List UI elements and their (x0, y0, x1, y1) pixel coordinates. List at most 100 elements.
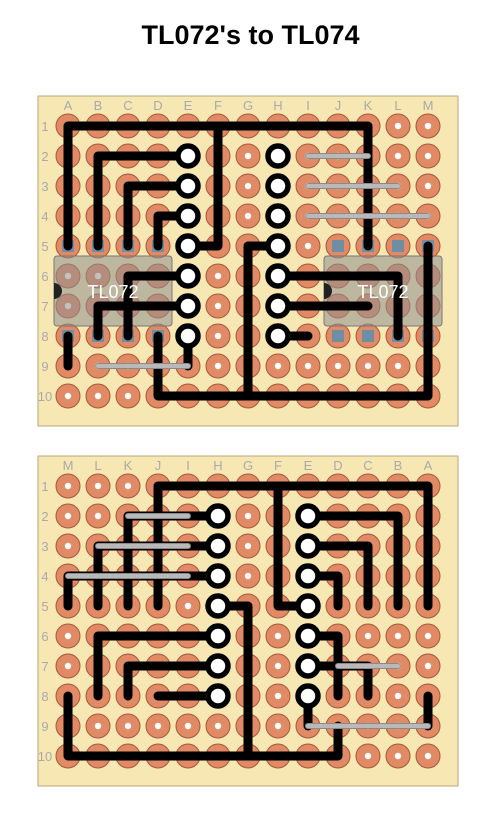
ring-hole (305, 543, 311, 549)
ring-hole (215, 693, 221, 699)
trace (93, 151, 193, 251)
pad-hole (184, 602, 192, 610)
ring-hole (215, 543, 221, 549)
ring-hole (275, 303, 281, 309)
pad-hole (214, 272, 222, 280)
column-label: I (306, 98, 310, 113)
trace (93, 631, 223, 701)
pad-hole (214, 722, 222, 730)
pad-hole (64, 632, 72, 640)
row-label: 7 (41, 659, 48, 674)
column-label: F (214, 98, 222, 113)
pad-hole (394, 362, 402, 370)
chip-pin (362, 330, 374, 342)
pad-hole (274, 632, 282, 640)
row-label: 5 (41, 239, 48, 254)
chip-pin (332, 240, 344, 252)
pad-hole (94, 722, 102, 730)
pad-hole (214, 332, 222, 340)
ring-hole (275, 213, 281, 219)
pad-hole (64, 662, 72, 670)
pad-hole (64, 482, 72, 490)
ring-hole (215, 513, 221, 519)
pad-hole (214, 362, 222, 370)
pad-hole (244, 512, 252, 520)
pad-hole (304, 362, 312, 370)
column-label: E (184, 98, 193, 113)
pad-hole (184, 722, 192, 730)
pad-hole (394, 152, 402, 160)
ring-hole (215, 663, 221, 669)
column-label: M (423, 98, 434, 113)
ring-hole (215, 603, 221, 609)
trace (273, 271, 403, 341)
pad-hole (424, 752, 432, 760)
pad-hole (244, 542, 252, 550)
ring-hole (185, 153, 191, 159)
row-label: 8 (41, 329, 48, 344)
ring-hole (275, 183, 281, 189)
column-label: D (153, 98, 162, 113)
pad-hole (214, 302, 222, 310)
ring-hole (185, 213, 191, 219)
trace (303, 511, 403, 611)
left-chip-label: TL072 (87, 282, 138, 302)
pad-hole (244, 212, 252, 220)
ring-hole (215, 633, 221, 639)
pad-hole (64, 542, 72, 550)
ring-hole (305, 603, 311, 609)
pad-hole (304, 242, 312, 250)
ring-hole (305, 693, 311, 699)
ring-hole (185, 333, 191, 339)
pad-hole (424, 662, 432, 670)
row-label: 3 (41, 539, 48, 554)
row-label: 3 (41, 179, 48, 194)
row-label: 2 (41, 149, 48, 164)
pad-hole (394, 632, 402, 640)
column-label: G (243, 458, 253, 473)
column-label: J (155, 458, 162, 473)
ring-hole (305, 663, 311, 669)
row-label: 10 (38, 389, 52, 404)
pad-hole (124, 722, 132, 730)
column-label: K (364, 98, 373, 113)
row-label: 2 (41, 509, 48, 524)
pad-hole (424, 152, 432, 160)
column-label: D (333, 458, 342, 473)
trace (93, 301, 193, 341)
pad-hole (394, 692, 402, 700)
column-label: C (363, 458, 372, 473)
row-label: 6 (41, 629, 48, 644)
pad-hole (274, 692, 282, 700)
ring-hole (275, 333, 281, 339)
column-label: M (63, 458, 74, 473)
pad-hole (64, 512, 72, 520)
pad-hole (94, 392, 102, 400)
column-label: L (394, 98, 401, 113)
pad-hole (64, 392, 72, 400)
column-label: H (273, 98, 282, 113)
trace (243, 721, 343, 761)
chip-pin (392, 240, 404, 252)
ring-hole (305, 633, 311, 639)
column-label: J (335, 98, 342, 113)
row-label: 5 (41, 599, 48, 614)
ring-hole (305, 513, 311, 519)
ring-hole (185, 273, 191, 279)
pad-hole (364, 752, 372, 760)
trace (123, 271, 193, 341)
chip-pin (332, 330, 344, 342)
pad-hole (244, 182, 252, 190)
pad-hole (394, 122, 402, 130)
right-chip-label: TL072 (357, 282, 408, 302)
pad-hole (274, 362, 282, 370)
ring-hole (305, 573, 311, 579)
ring-hole (185, 183, 191, 189)
pad-hole (424, 122, 432, 130)
pad-hole (244, 152, 252, 160)
column-label: B (94, 98, 103, 113)
pad-hole (394, 752, 402, 760)
row-label: 8 (41, 689, 48, 704)
